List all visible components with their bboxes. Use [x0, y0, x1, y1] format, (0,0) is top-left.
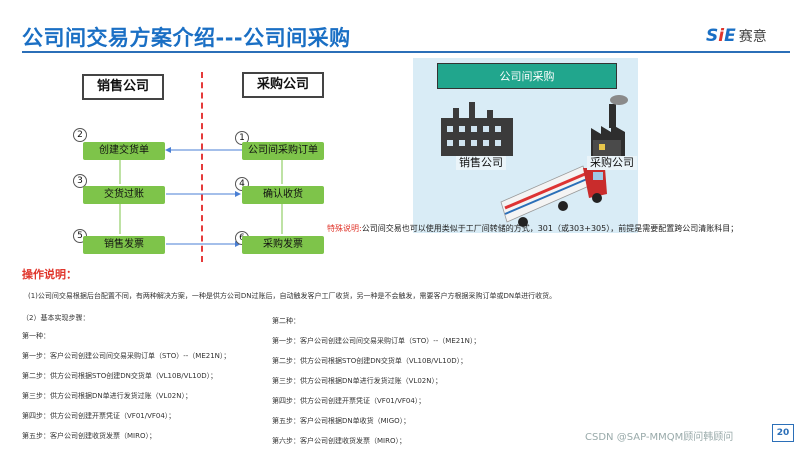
step-number-2: 2 [73, 128, 87, 142]
method-1-step: 第二步：供方公司根据STO创建DN交货单（VL10B/VL10D）； [22, 372, 218, 380]
step-delivery-posting: 交货过账 [83, 186, 165, 204]
operations-title: 操作说明： [22, 268, 77, 281]
left-factory-icon [441, 102, 513, 156]
sales-company-header: 销售公司 [82, 74, 164, 100]
method-2-step: 第六步：客户公司创建收货发票（MIRO）； [272, 437, 406, 445]
factory-truck-illustration [441, 95, 628, 227]
step-purchase-invoice: 采购发票 [242, 236, 324, 254]
method-1-title: 第一种： [22, 332, 50, 340]
method-2-step: 第二步：供方公司根据STO创建DN交货单（VL10B/VL10D）； [272, 357, 468, 365]
csdn-watermark: CSDN @SAP-MMQM顾问韩顾问 [585, 432, 734, 443]
purchase-company-header: 采购公司 [242, 72, 324, 98]
method-2-title: 第二种： [272, 317, 300, 325]
diagram-header: 公司间采购 [437, 63, 617, 89]
step-sales-invoice: 销售发票 [83, 236, 165, 254]
page-number: 20 [772, 424, 794, 442]
method-1-step: 第一步：客户公司创建公司间交易采购订单（STO）--（ME21N）； [22, 352, 231, 360]
step-number-3: 3 [73, 174, 87, 188]
right-factory-icon [591, 95, 628, 156]
method-2-step: 第五步：客户公司根据DN单收货（MIGO）； [272, 417, 411, 425]
method-1-step: 第三步：供方公司根据DN单进行发货过账（VL02N）； [22, 392, 192, 400]
method-2-step: 第一步：客户公司创建公司间交易采购订单（STO）--（ME21N）； [272, 337, 481, 345]
step-confirm-receipt: 确认收货 [242, 186, 324, 204]
operations-paragraph-2: （2）基本实现步骤： [22, 314, 90, 322]
method-1-step: 第五步：客户公司创建收货发票（MIRO）； [22, 432, 156, 440]
method-2-step: 第四步：供方公司创建开票凭证（VF01/VF04）； [272, 397, 426, 405]
title-underline [22, 51, 790, 53]
diagram-purchase-label: 采购公司 [587, 156, 637, 170]
method-2-step: 第三步：供方公司根据DN单进行发货过账（VL02N）； [272, 377, 442, 385]
divider-dashed-line [201, 72, 203, 262]
method-1-step: 第四步：供方公司创建开票凭证（VF01/VF04）； [22, 412, 176, 420]
special-note: 特殊说明:公司间交易也可以使用类似于工厂间转储的方式，301（或303+305）… [327, 224, 739, 233]
step-intercompany-po: 公司间采购订单 [242, 142, 324, 160]
page-title: 公司间交易方案介绍---公司间采购 [22, 26, 351, 50]
diagram-sales-label: 销售公司 [456, 156, 506, 170]
operations-paragraph-1: (1)公司间交易根据后台配置不同，有两种解决方案，一种是供方公司DN过账后，自动… [28, 292, 557, 300]
step-create-delivery: 创建交货单 [83, 142, 165, 160]
delivery-truck-icon [500, 165, 607, 227]
